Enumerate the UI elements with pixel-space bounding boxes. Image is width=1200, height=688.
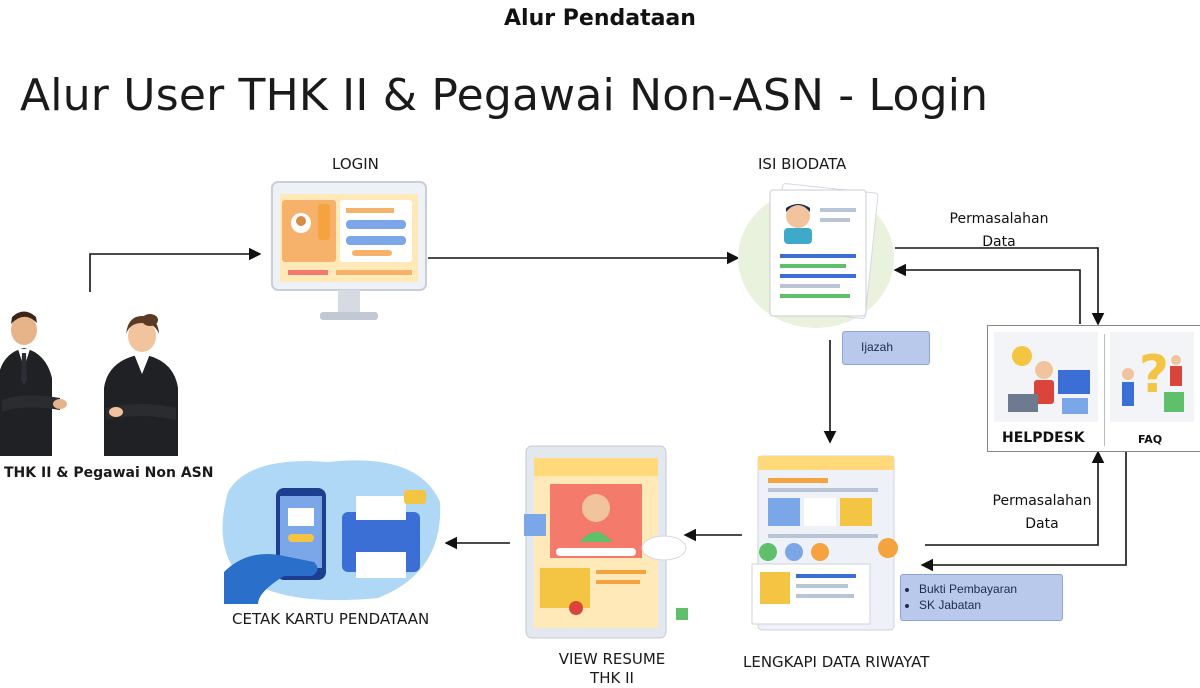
lengkapi-label: LENGKAPI DATA RIWAYAT [743, 653, 930, 671]
helpdesk-faq-panel: HELPDESK ? FAQ [987, 325, 1200, 452]
riwayat-note-item: SK Jabatan [919, 598, 1062, 612]
login-label: LOGIN [332, 155, 379, 173]
user-label: THK II & Pegawai Non ASN [4, 465, 214, 481]
resume-tablet-icon [524, 445, 688, 639]
edge-label-permasalahan-bottom: Permasalahan Data [992, 493, 1092, 532]
header-title: Alur Pendataan [504, 6, 696, 31]
arrow-user-login [89, 247, 262, 292]
faq-label: FAQ [1138, 433, 1163, 446]
riwayat-note-item: Bukti Pembayaran [919, 582, 1062, 596]
arrow-helpdesk-lengkapi [920, 452, 1127, 572]
helpdesk-label: HELPDESK [1002, 430, 1085, 446]
ijazah-note-item: Ijazah [861, 340, 894, 354]
faq-icon[interactable]: ? [1108, 330, 1196, 425]
arrow-helpdesk-biodata [893, 263, 1081, 324]
riwayat-note: Bukti Pembayaran SK Jabatan [900, 574, 1063, 621]
biodata-document-icon [738, 183, 894, 328]
riwayat-browser-icon [751, 455, 898, 631]
edge-label-permasalahan-top: Permasalahan Data [949, 211, 1049, 250]
isi-biodata-label: ISI BIODATA [758, 155, 847, 173]
monitor-login-icon [271, 181, 427, 320]
print-card-icon [222, 460, 441, 604]
helpdesk-icon[interactable] [992, 330, 1102, 425]
ijazah-note: Ijazah [842, 331, 930, 365]
cetak-label: CETAK KARTU PENDATAAN [232, 610, 430, 628]
slide-title: Alur User THK II & Pegawai Non-ASN - Log… [20, 70, 989, 121]
view-resume-label: VIEW RESUME THK II [558, 650, 666, 687]
panel-divider [1104, 334, 1105, 446]
arrow-biodata-helpdesk [895, 247, 1105, 326]
business-people-illustration [0, 311, 178, 456]
arrow-lengkapi-helpdesk [925, 450, 1105, 546]
